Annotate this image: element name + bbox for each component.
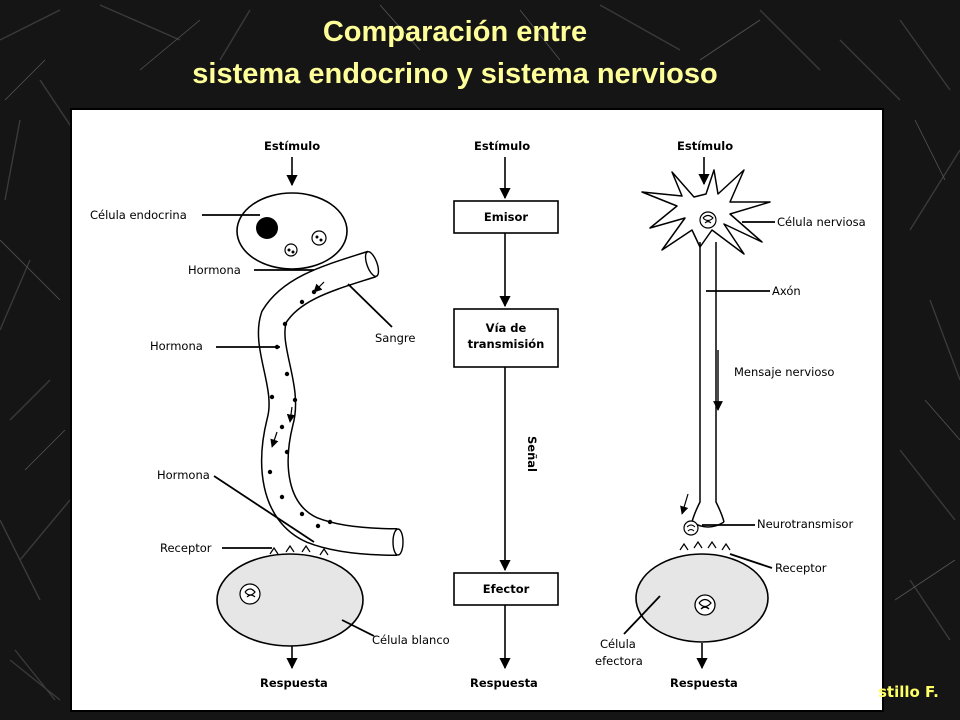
vessel-end bbox=[392, 528, 404, 556]
blood-label: Sangre bbox=[375, 331, 416, 345]
effector-box bbox=[453, 572, 559, 606]
granule bbox=[311, 230, 327, 246]
target-cell bbox=[216, 553, 364, 647]
hormone-label-1: Hormona bbox=[188, 263, 241, 277]
nervous-receptor-label: Receptor bbox=[775, 561, 827, 575]
endocrine-receptor-label: Receptor bbox=[160, 541, 212, 555]
transmission-box bbox=[453, 308, 559, 368]
leader-line bbox=[213, 475, 315, 543]
signal-label: Señal bbox=[525, 436, 539, 472]
emitter-label: Emisor bbox=[484, 210, 529, 224]
leader-line bbox=[729, 553, 773, 569]
flow-arrow bbox=[286, 406, 296, 423]
hormone-label-3: Hormona bbox=[157, 468, 210, 482]
slide-title-line1: Comparación entre bbox=[322, 16, 588, 48]
effector-receptors bbox=[679, 540, 731, 551]
transmission-label-line2: transmisión bbox=[468, 337, 545, 351]
endocrine-response-label: Respuesta bbox=[260, 676, 328, 690]
general-column: Estímulo Emisor Vía de transmisión Señal… bbox=[453, 139, 559, 690]
axon-label: Axón bbox=[772, 284, 801, 298]
hormone-label-2: Hormona bbox=[150, 339, 203, 353]
author-credit: stillo F. bbox=[878, 683, 939, 701]
target-cell-label: Célula blanco bbox=[372, 633, 450, 647]
flow-arrow bbox=[680, 493, 689, 515]
endocrine-stimulus-label: Estímulo bbox=[264, 139, 320, 153]
flow-arrow bbox=[313, 281, 325, 293]
emitter-box bbox=[453, 200, 559, 234]
effector-cell-label-line2: efectora bbox=[595, 654, 643, 668]
neurotransmitter-label: Neurotransmisor bbox=[757, 517, 853, 531]
slide-title-line2: sistema endocrino y sistema nervioso bbox=[192, 58, 718, 90]
hormone-particles bbox=[267, 289, 333, 529]
general-response-label: Respuesta bbox=[470, 676, 538, 690]
nerve-cell-label: Célula nerviosa bbox=[777, 215, 866, 229]
transmission-label-line1: Vía de bbox=[486, 321, 527, 335]
endocrine-column: Estímulo Célula endocrina Hormona bbox=[90, 139, 450, 690]
general-stimulus-label: Estímulo bbox=[474, 139, 530, 153]
vesicle bbox=[683, 520, 699, 536]
endocrine-cell bbox=[236, 192, 348, 270]
nerve-message-label: Mensaje nervioso bbox=[734, 365, 834, 379]
nervous-column: Estímulo Célula nerviosa Axón Mensaje ne… bbox=[595, 139, 866, 690]
endocrine-cell-nucleus bbox=[256, 217, 278, 239]
leader-line bbox=[347, 283, 393, 328]
effector-cell-label-line1: Célula bbox=[600, 637, 636, 651]
comparison-diagram: Estímulo Célula endocrina Hormona bbox=[90, 139, 866, 690]
leader-line bbox=[341, 619, 375, 637]
vessel-end bbox=[364, 250, 380, 278]
effector-label: Efector bbox=[483, 582, 530, 596]
diagram-panel: Estímulo Célula endocrina Hormona bbox=[70, 108, 884, 712]
target-cell-receptors bbox=[269, 544, 329, 556]
flow-arrow bbox=[270, 431, 279, 448]
blood-vessel bbox=[259, 252, 398, 555]
granule bbox=[284, 243, 298, 257]
nervous-stimulus-label: Estímulo bbox=[677, 139, 733, 153]
effector-cell-nucleus bbox=[694, 594, 716, 616]
endocrine-cell-label: Célula endocrina bbox=[90, 208, 187, 222]
target-cell-nucleus bbox=[239, 583, 261, 605]
nervous-response-label: Respuesta bbox=[670, 676, 738, 690]
leader-line bbox=[623, 595, 661, 635]
axon bbox=[691, 242, 725, 523]
